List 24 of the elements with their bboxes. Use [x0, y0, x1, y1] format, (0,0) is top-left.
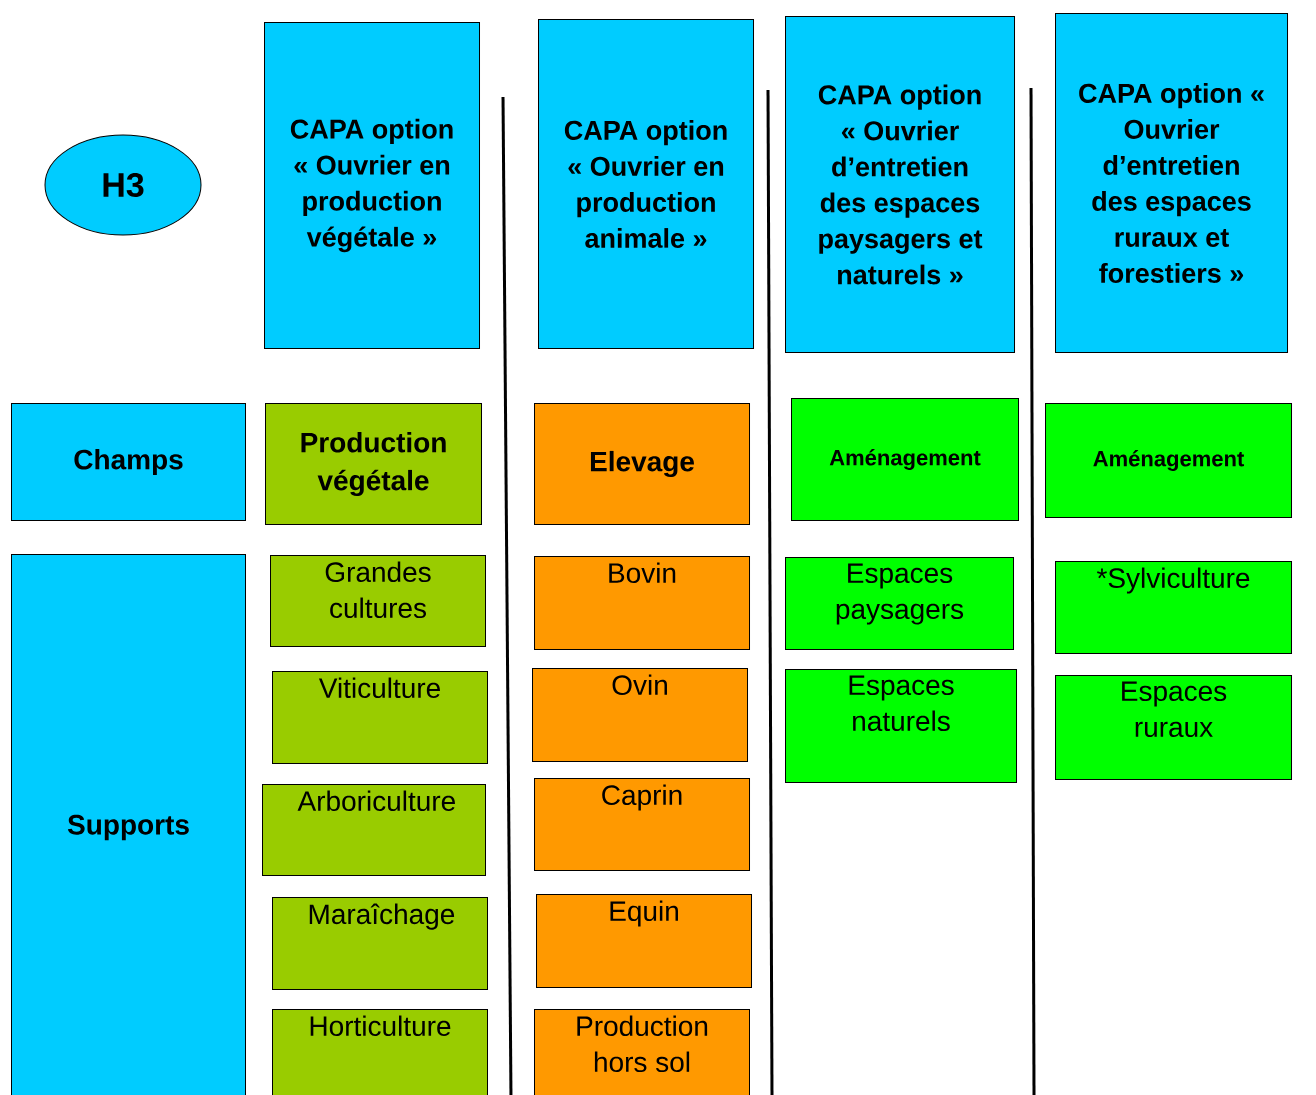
field-box: Production végétale [265, 403, 482, 525]
header-box: CAPA option « Ouvrier en production animale » [538, 19, 754, 349]
header-box: CAPA option « Ouvrier d’entretien des espaces ruraux et forestiers » [1055, 13, 1288, 353]
support-box: Equin [536, 894, 752, 988]
support-box: *Sylviculture [1055, 561, 1292, 654]
support-box: Espaces naturels [785, 669, 1017, 783]
support-box: Espaces ruraux [1055, 675, 1292, 780]
header-box: CAPA option « Ouvrier d’entretien des espaces paysagers et naturels » [785, 16, 1015, 353]
support-box: Caprin [534, 778, 750, 871]
support-box: Bovin [534, 556, 750, 650]
support-box: Espaces paysagers [785, 557, 1014, 650]
support-box: Maraîchage [272, 897, 488, 990]
support-box: Horticulture [272, 1009, 488, 1095]
support-box: Ovin [532, 668, 748, 762]
support-box: Production hors sol [534, 1009, 750, 1095]
header-box: CAPA option « Ouvrier en production végétale » [264, 22, 480, 349]
row-label-box: Champs [11, 403, 246, 521]
field-box: Elevage [534, 403, 750, 525]
support-box: Arboriculture [262, 784, 486, 876]
row-label-box: Supports [11, 554, 246, 1095]
field-box: Aménagement [791, 398, 1019, 521]
support-box: Viticulture [272, 671, 488, 764]
support-box: Grandes cultures [270, 555, 486, 647]
field-box: Aménagement [1045, 403, 1292, 518]
